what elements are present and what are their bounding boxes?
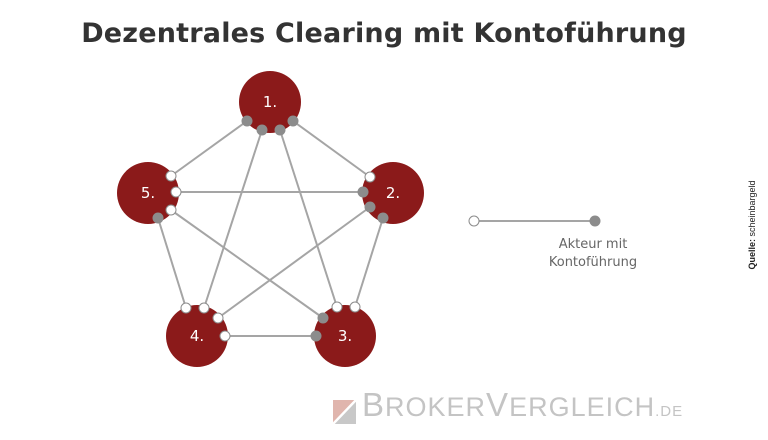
edge-5-3 [170, 209, 324, 319]
edge-start-dot [198, 302, 210, 314]
edge-end-dot [241, 115, 253, 127]
legend-label-line1: Akteur mit [558, 237, 628, 252]
legend [468, 215, 601, 227]
edge-start-dot [170, 186, 182, 198]
edge-end-dot [364, 201, 376, 213]
edge-end-dot [256, 124, 268, 136]
node-4 [166, 305, 228, 367]
edge-3-2 [354, 217, 384, 308]
edge-start-dot [219, 330, 231, 342]
legend-label-line2: Kontoführung [548, 255, 638, 270]
edge-4-2 [217, 206, 371, 319]
edge-end-dot [357, 186, 369, 198]
edge-4-1 [203, 129, 263, 309]
source-label: Quelle: [747, 239, 757, 270]
brokervergleich-logo: BROKERVERGLEICH.DE [333, 388, 683, 427]
edge-2-1 [292, 120, 371, 178]
edge-start-dot [180, 302, 192, 314]
node-1 [239, 71, 301, 133]
edge-4-5 [157, 217, 187, 309]
edge-5-1 [170, 120, 248, 177]
edge-start-dot [331, 301, 343, 313]
edge-3-1 [279, 129, 338, 308]
page-title: Dezentrales Clearing mit Kontoführung [81, 18, 687, 49]
labels-layer: 1. 2. 3. 4. 5. [141, 93, 400, 345]
edge-start-dot [165, 204, 177, 216]
node-3 [314, 305, 376, 367]
edge-end-dot [287, 115, 299, 127]
node-label-2: 2. [386, 184, 400, 202]
edge-end-dot [152, 212, 164, 224]
node-label-4: 4. [190, 327, 204, 345]
legend-label: Akteur mit Kontoführung [538, 236, 648, 272]
edge-end-dot [377, 212, 389, 224]
edge-start-dot [364, 171, 376, 183]
logo-wordmark: BROKERVERGLEICH.DE [362, 386, 684, 423]
source-value: scheinbargeld [747, 180, 757, 237]
source-credit: Quelle: scheinbargeld [747, 180, 757, 269]
edge-start-dot [165, 170, 177, 182]
edge-start-dot [212, 312, 224, 324]
edge-end-dot [310, 330, 322, 342]
edges-layer [152, 115, 389, 342]
node-2 [362, 162, 424, 224]
node-label-5: 5. [141, 184, 155, 202]
edge-end-dot [317, 312, 329, 324]
node-5 [117, 162, 179, 224]
node-label-1: 1. [263, 93, 277, 111]
edge-end-dot [274, 124, 286, 136]
node-label-3: 3. [338, 327, 352, 345]
legend-end-dot [589, 215, 601, 227]
edge-start-dot [349, 301, 361, 313]
legend-start-dot [468, 215, 480, 227]
logo-mark-icon [333, 400, 356, 424]
nodes-layer [117, 71, 424, 367]
